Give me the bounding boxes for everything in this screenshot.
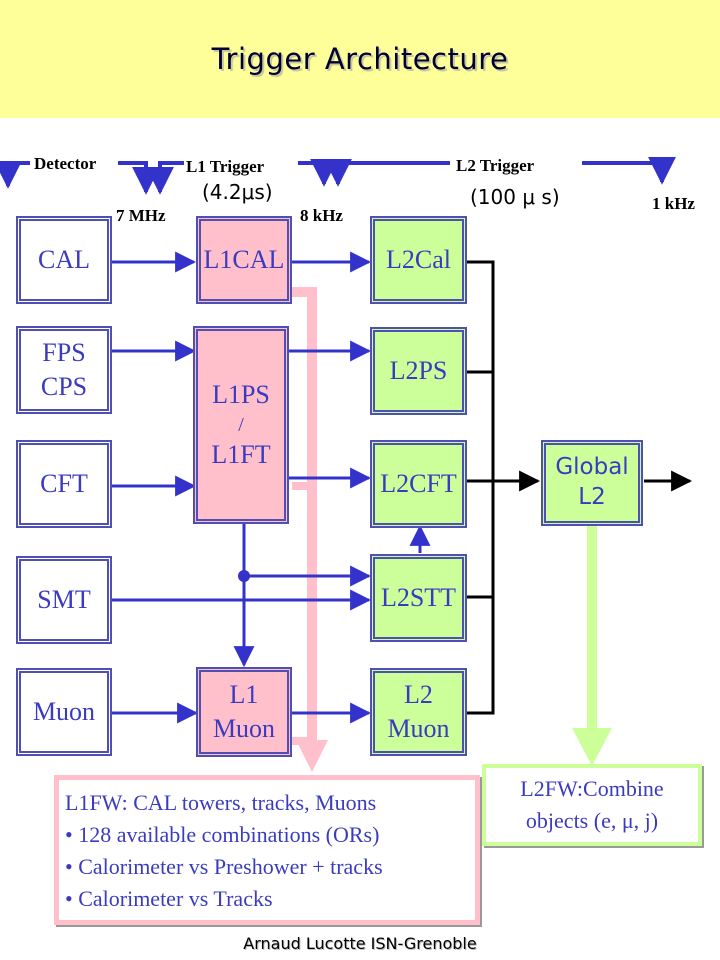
rate-7mhz: 7 MHz [116, 206, 166, 225]
l2-box-l2cft: L2CFT [370, 440, 467, 528]
page-title: Trigger Architecture [211, 42, 509, 76]
stage-l1-trigger: L1 Trigger [186, 157, 265, 176]
junction-dot [238, 570, 250, 582]
l1-latency: (4.2μs) [202, 180, 273, 204]
footer-credit: Arnaud Lucotte ISN-Grenoble [243, 934, 477, 953]
detector-box-muon: Muon [16, 668, 112, 756]
box-label: Muon [387, 714, 450, 743]
l2fw-line1: L2FW:Combine [520, 776, 664, 801]
box-label: L1CAL [203, 245, 285, 275]
box-label: L2STT [380, 583, 457, 613]
l2-box-l2ps: L2PS [370, 327, 467, 415]
box-label: SMT [37, 585, 91, 615]
rate-1khz: 1 kHz [652, 194, 695, 213]
title-band [0, 0, 720, 118]
l2-box-l2muon: L2 Muon [370, 668, 467, 756]
box-label: Muon [32, 697, 96, 727]
l2-latency: (100 μ s) [470, 185, 560, 209]
l2fw-box: L2FW:Combine objects (e, μ, j) [482, 764, 702, 846]
detector-box-smt: SMT [16, 556, 112, 644]
l1fw-bullet: • Calorimeter vs Preshower + tracks [65, 854, 383, 879]
box-label: L1PS [212, 380, 270, 410]
box-label: L1FT [211, 440, 271, 469]
l1fw-bullet: • 128 available combinations (ORs) [65, 822, 380, 847]
l2-box-l2cal: L2Cal [370, 216, 467, 304]
l1fw-pink-path [292, 287, 328, 772]
l1fw-heading: L1FW: CAL towers, tracks, Muons [65, 790, 377, 815]
l2fw-green-path [572, 522, 612, 766]
box-label: L2PS [389, 356, 448, 386]
box-label: / [238, 414, 244, 436]
l1fw-box: L1FW: CAL towers, tracks, Muons • 128 av… [54, 775, 480, 925]
l1fw-bullet: • Calorimeter vs Tracks [65, 886, 273, 911]
box-label: CAL [38, 245, 90, 275]
box-label: L2CFT [380, 469, 457, 499]
box-label: Muon [212, 714, 276, 743]
box-label: L2 [404, 680, 433, 710]
stage-l2-trigger: L2 Trigger [456, 156, 535, 175]
l2fw-line2: objects (e, μ, j) [525, 808, 659, 833]
box-label: CFT [40, 469, 88, 499]
box-label: L2Cal [386, 245, 451, 275]
l2-box-l2stt: L2STT [370, 554, 467, 642]
box-label: Global [555, 454, 629, 481]
box-label: L1 [229, 680, 259, 710]
stage-bracket-arrows [0, 156, 676, 195]
l1-box-l1cal: L1CAL [196, 216, 292, 304]
rate-8khz: 8 kHz [300, 206, 343, 225]
box-label: FPS [42, 338, 86, 368]
global-l2-box: Global L2 [541, 440, 643, 526]
box-label: CPS [40, 372, 88, 401]
detector-box-cft: CFT [16, 440, 112, 528]
detector-box-fps-cps: FPS CPS [16, 326, 112, 414]
l1-box-l1muon: L1 Muon [196, 667, 292, 757]
detector-to-l1-arrows [112, 251, 199, 724]
stage-detector: Detector [34, 154, 97, 173]
detector-box-cal: CAL [16, 216, 112, 304]
l2-to-global-bus [467, 260, 693, 715]
l1-box-l1ps-l1ft: L1PS / L1FT [193, 326, 289, 524]
box-label: L2 [578, 484, 606, 510]
